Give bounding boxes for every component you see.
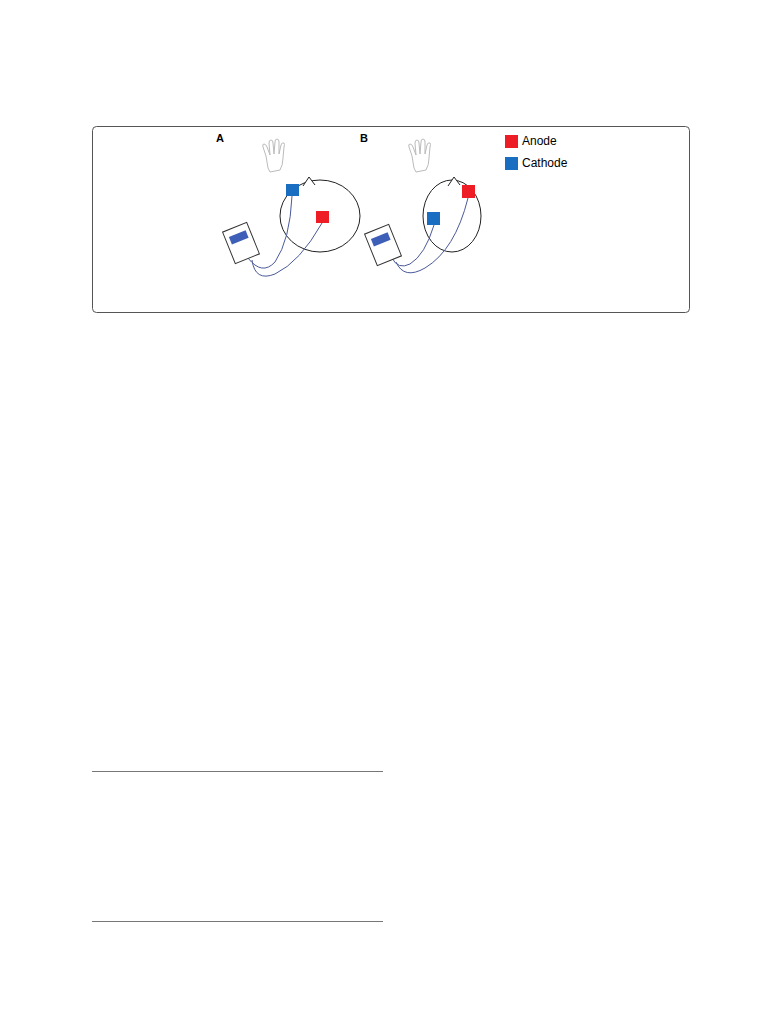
wire [252,223,322,276]
rule [92,921,383,922]
stimulator [223,222,260,263]
montage-a [223,139,360,276]
montage-b [365,139,481,273]
legend-text: Anode [522,134,557,148]
hand-outline [409,139,431,172]
legend-text: Cathode [522,156,567,170]
nose [448,177,460,186]
head-outline [423,180,481,252]
rule [92,771,383,772]
cathode-electrode [286,184,299,196]
panel-letter: B [360,132,368,144]
anode-electrode [462,185,475,198]
panel-letter: A [216,132,224,144]
wire [392,225,434,266]
cathode-electrode [427,212,440,225]
stimulator [365,224,402,265]
panel-frame [93,127,690,313]
legend-swatch [505,157,518,170]
anode-electrode [316,211,329,223]
hand-outline [263,139,285,172]
wire [396,198,468,273]
wire [248,196,292,268]
nose [303,177,315,186]
head-outline [280,180,360,252]
legend-swatch [505,135,518,148]
